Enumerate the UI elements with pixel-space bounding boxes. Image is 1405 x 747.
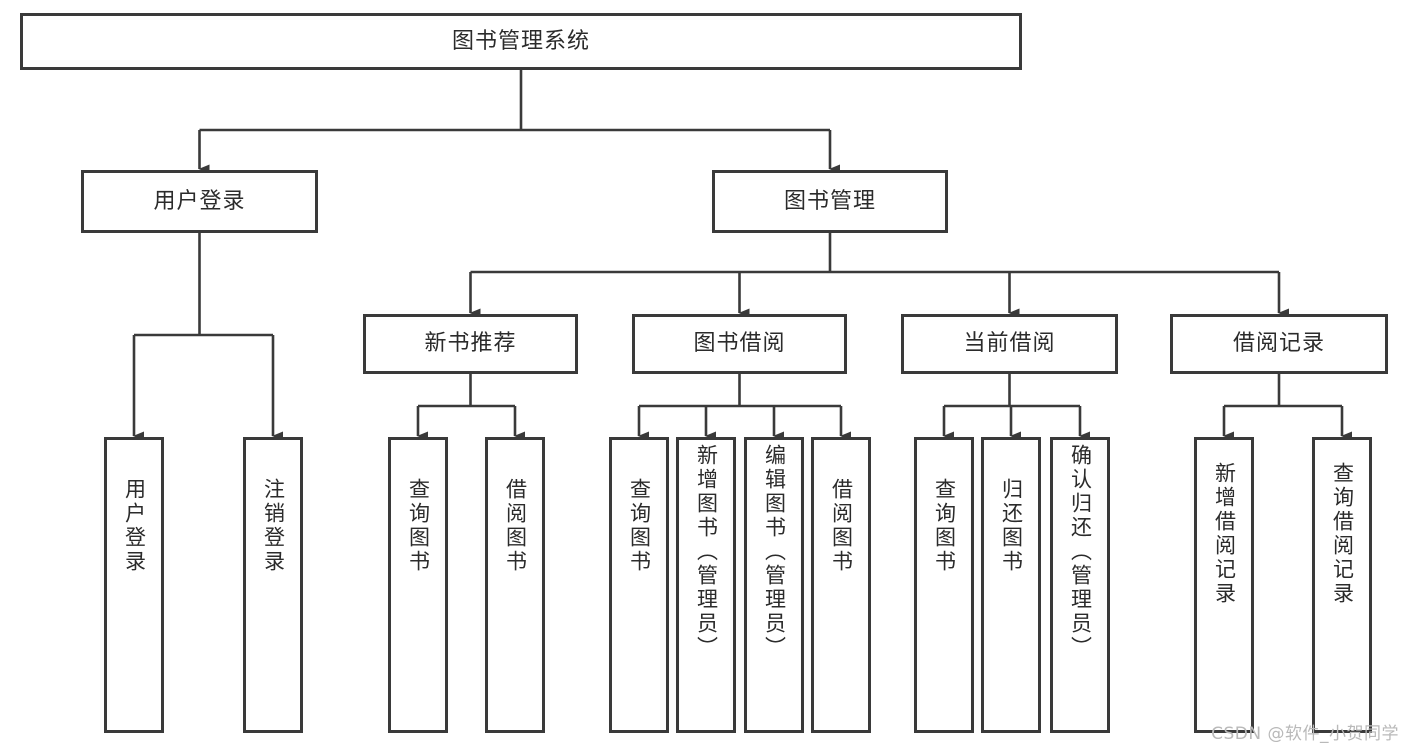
node-label: 查询图书 xyxy=(406,478,431,574)
node-label: 新书推荐 xyxy=(424,331,517,357)
node-label: 新增图书（管理员） xyxy=(694,444,719,660)
node-leaf-user-login[interactable]: 用户登录 xyxy=(104,437,164,733)
node-label: 用户登录 xyxy=(122,478,147,574)
node-label: 用户登录 xyxy=(153,188,246,214)
node-leaf-query-book-1[interactable]: 查询图书 xyxy=(388,437,448,733)
node-label: 借阅图书 xyxy=(829,478,854,574)
node-leaf-add-record[interactable]: 新增借阅记录 xyxy=(1194,437,1254,733)
node-label: 借阅记录 xyxy=(1232,331,1325,357)
node-label: 当前借阅 xyxy=(963,331,1056,357)
node-book-borrow[interactable]: 图书借阅 xyxy=(632,314,847,374)
node-label: 图书管理 xyxy=(783,188,876,214)
node-label: 编辑图书（管理员） xyxy=(762,444,787,660)
node-leaf-borrow-book-2[interactable]: 借阅图书 xyxy=(811,437,871,733)
node-label: 新增借阅记录 xyxy=(1212,462,1237,606)
node-label: 注销登录 xyxy=(261,478,286,574)
node-leaf-query-book-2[interactable]: 查询图书 xyxy=(609,437,669,733)
node-new-book-recommend[interactable]: 新书推荐 xyxy=(363,314,578,374)
node-leaf-borrow-book-1[interactable]: 借阅图书 xyxy=(485,437,545,733)
node-label: 查询图书 xyxy=(627,478,652,574)
node-leaf-add-book[interactable]: 新增图书（管理员） xyxy=(676,437,736,733)
node-user-login[interactable]: 用户登录 xyxy=(81,170,318,233)
node-root[interactable]: 图书管理系统 xyxy=(20,13,1022,70)
node-leaf-logout[interactable]: 注销登录 xyxy=(243,437,303,733)
node-label: 确认归还（管理员） xyxy=(1068,444,1093,660)
node-borrow-record[interactable]: 借阅记录 xyxy=(1170,314,1388,374)
node-label: 归还图书 xyxy=(999,478,1024,574)
node-leaf-query-record[interactable]: 查询借阅记录 xyxy=(1312,437,1372,733)
node-label: 查询借阅记录 xyxy=(1330,462,1355,606)
node-current-borrow[interactable]: 当前借阅 xyxy=(901,314,1118,374)
node-leaf-return-book[interactable]: 归还图书 xyxy=(981,437,1041,733)
node-label: 借阅图书 xyxy=(503,478,528,574)
node-label: 图书管理系统 xyxy=(451,28,590,54)
node-label: 图书借阅 xyxy=(693,331,786,357)
node-label: 查询图书 xyxy=(932,478,957,574)
node-book-manage[interactable]: 图书管理 xyxy=(712,170,948,233)
node-leaf-confirm-return[interactable]: 确认归还（管理员） xyxy=(1050,437,1110,733)
node-leaf-query-book-3[interactable]: 查询图书 xyxy=(914,437,974,733)
node-leaf-edit-book[interactable]: 编辑图书（管理员） xyxy=(744,437,804,733)
